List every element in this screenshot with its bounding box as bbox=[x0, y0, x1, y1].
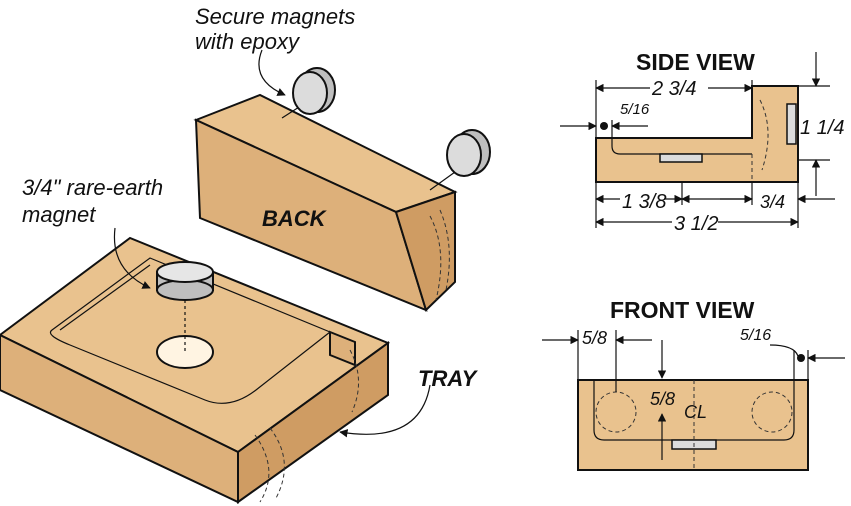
epoxy-leader-arrow bbox=[258, 49, 286, 96]
front-dim-5-8-center: 5/8 bbox=[650, 389, 675, 409]
side-view-title: SIDE VIEW bbox=[636, 49, 755, 75]
back-piece bbox=[193, 93, 458, 312]
centerline-symbol: CL bbox=[684, 402, 707, 422]
secure-label-line1: Secure magnets bbox=[195, 4, 355, 29]
rare-earth-label-line2: magnet bbox=[22, 202, 96, 227]
side-dim-5-16: 5/16 bbox=[620, 101, 650, 118]
front-dim-5-16: 5/16 bbox=[740, 327, 771, 344]
rare-earth-label-line1: 3/4" rare-earth bbox=[22, 175, 163, 200]
side-dim-3-4: 3/4 bbox=[760, 192, 785, 212]
back-label: BACK bbox=[262, 206, 328, 231]
side-dim-1-3-8: 1 3/8 bbox=[622, 191, 666, 213]
side-dim-2-3-4: 2 3/4 bbox=[651, 78, 696, 100]
tray-piece bbox=[0, 236, 391, 504]
front-dim-5-8-left: 5/8 bbox=[582, 328, 607, 348]
tray-leader-arrow bbox=[339, 384, 431, 438]
secure-label-line2: with epoxy bbox=[195, 29, 301, 54]
tray-label: TRAY bbox=[418, 366, 479, 391]
isometric-illustration: Secure magnets with epoxy 3/4" rare-eart… bbox=[0, 4, 491, 504]
epoxy-magnet-left bbox=[281, 67, 336, 119]
front-view-title: FRONT VIEW bbox=[610, 297, 755, 323]
magnet-leader-arrow bbox=[113, 227, 151, 289]
front-view: FRONT VIEW 5/8 5/16 5/8 CL bbox=[542, 297, 845, 471]
side-view: SIDE VIEW 2 3/4 5/16 1 1/4 bbox=[560, 49, 844, 235]
rare-earth-magnet bbox=[156, 261, 214, 352]
epoxy-magnet-right bbox=[429, 129, 491, 191]
side-dim-3-1-2: 3 1/2 bbox=[674, 213, 718, 235]
side-dim-1-1-4: 1 1/4 bbox=[800, 117, 844, 139]
